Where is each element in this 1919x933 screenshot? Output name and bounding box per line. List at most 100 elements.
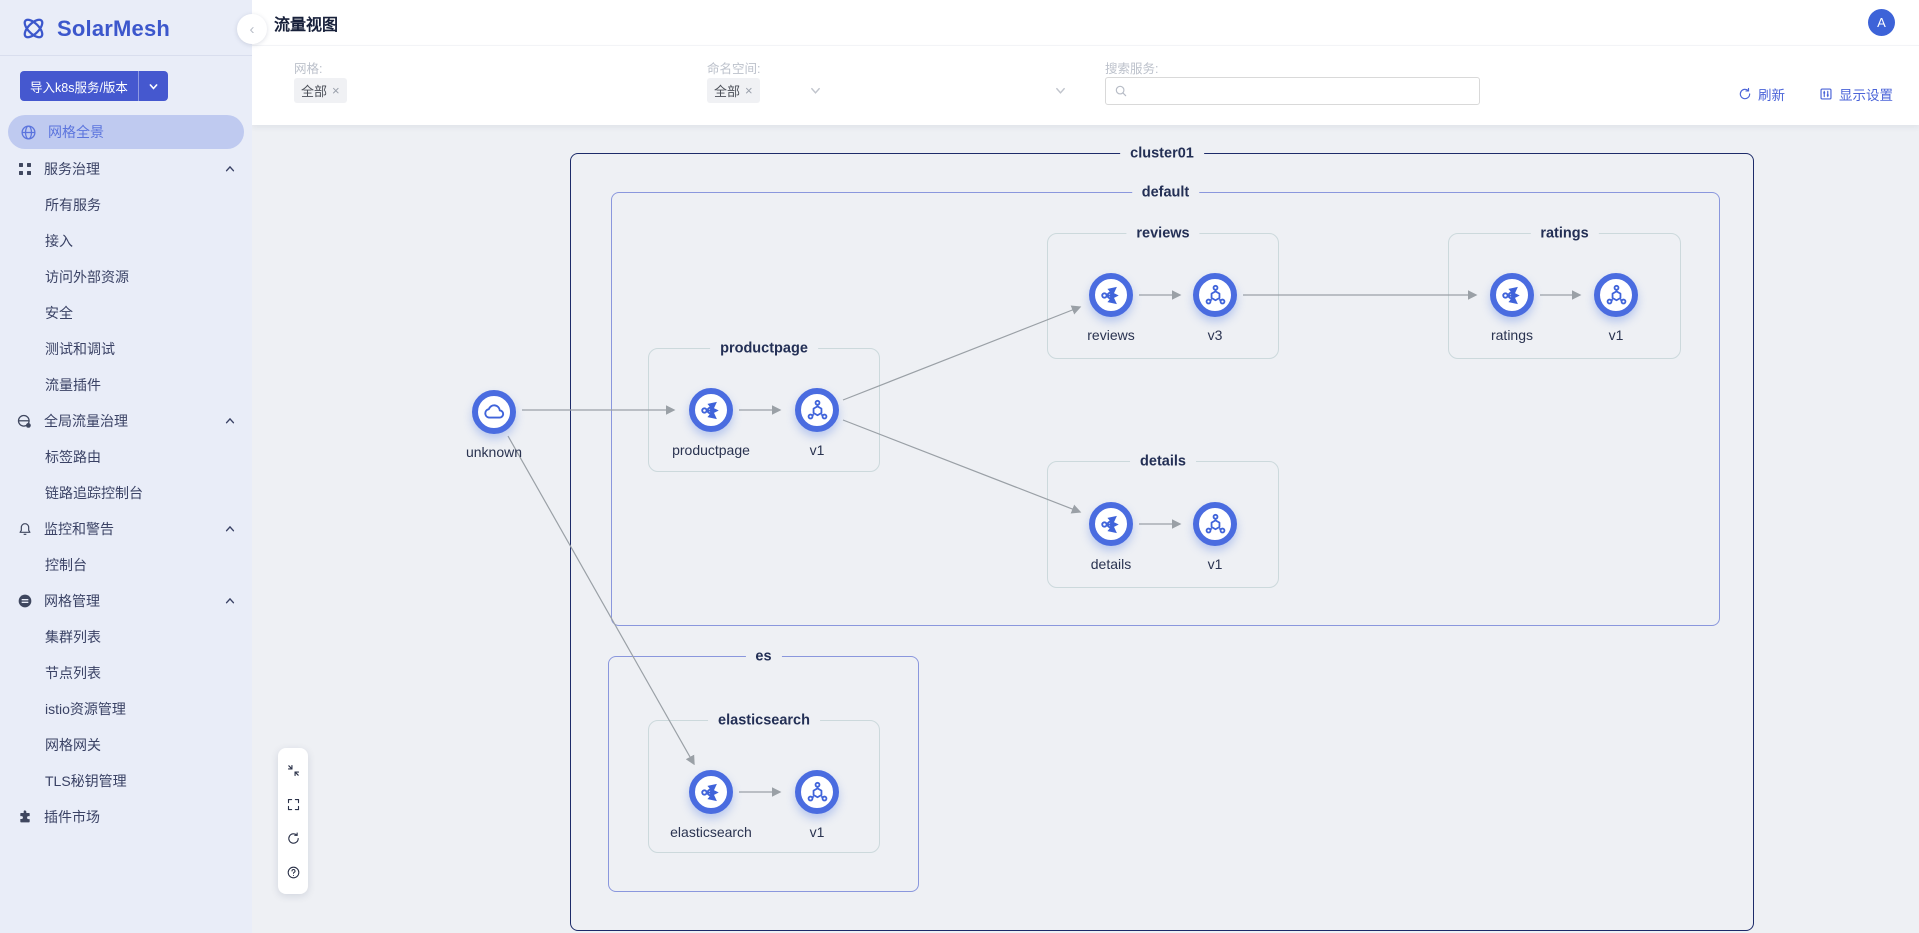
sidebar-menu: 网格全景 服务治理 所有服务 接入 访问外部资源 安全 测试和调试 流量插件 全…: [0, 109, 252, 835]
namespace-filter-select[interactable]: 全部 ×: [707, 78, 1067, 103]
cloud-icon: [481, 399, 508, 426]
workload-icon: [805, 398, 830, 423]
sidebar-collapse-button[interactable]: ‹: [237, 14, 267, 44]
sidebar-item-label-routing[interactable]: 标签路由: [0, 439, 252, 475]
sidebar-item-label: 测试和调试: [45, 341, 115, 357]
sidebar-item-node-list[interactable]: 节点列表: [0, 655, 252, 691]
group-title-productpage: productpage: [710, 340, 818, 357]
page-title: 流量视图: [274, 16, 339, 34]
node-service-details[interactable]: [1089, 502, 1133, 546]
sidebar-item-console[interactable]: 控制台: [0, 547, 252, 583]
refresh-icon: [1738, 87, 1752, 101]
sidebar-item-security[interactable]: 安全: [0, 295, 252, 331]
namespace-filter-value: 全部: [714, 84, 741, 99]
mesh-filter-select[interactable]: 全部 ×: [294, 78, 822, 103]
group-box-details: details: [1047, 453, 1279, 588]
sidebar-item-tls-secrets[interactable]: TLS秘钥管理: [0, 763, 252, 799]
refresh-button[interactable]: 刷新: [1738, 84, 1785, 104]
node-label-reviews-v3: v3: [1207, 327, 1223, 343]
search-field[interactable]: [1105, 77, 1480, 105]
node-version-productpage-v1[interactable]: [795, 388, 839, 432]
sidebar-item-label: 接入: [45, 233, 73, 249]
chevron-up-icon[interactable]: [224, 595, 236, 607]
node-version-elasticsearch-v1[interactable]: [795, 770, 839, 814]
tag-close-icon[interactable]: ×: [332, 83, 340, 98]
namespace-box-default: default: [611, 184, 1720, 626]
mesh-filter-label: 网格:: [294, 62, 323, 76]
app-title: SolarMesh: [57, 15, 171, 41]
sidebar-item-label: 控制台: [45, 557, 87, 573]
sidebar-item-label: 网格全景: [48, 124, 104, 140]
sidebar-item-external-resources[interactable]: 访问外部资源: [0, 259, 252, 295]
service-governance-icon: [16, 161, 33, 178]
tag-close-icon[interactable]: ×: [745, 83, 753, 98]
sidebar-group-global-traffic[interactable]: 全局流量治理: [0, 403, 252, 439]
avatar-initial: A: [1877, 15, 1886, 30]
chevron-up-icon[interactable]: [224, 415, 236, 427]
node-service-elasticsearch[interactable]: [689, 770, 733, 814]
sidebar-item-mesh-overview[interactable]: 网格全景: [8, 115, 244, 149]
service-route-icon: [1099, 283, 1124, 308]
chevron-down-icon[interactable]: [139, 71, 168, 101]
display-settings-button[interactable]: 显示设置: [1819, 84, 1893, 104]
node-label-elasticsearch: elasticsearch: [670, 824, 752, 840]
display-settings-icon: [1819, 87, 1833, 101]
fit-view-button[interactable]: [278, 753, 308, 787]
sidebar-item-label: 标签路由: [45, 449, 101, 465]
chevron-up-icon[interactable]: [224, 523, 236, 535]
sidebar-item-cluster-list[interactable]: 集群列表: [0, 619, 252, 655]
node-version-details-v1[interactable]: [1193, 502, 1237, 546]
global-traffic-icon: [16, 413, 33, 430]
user-avatar[interactable]: A: [1868, 9, 1895, 36]
node-version-reviews-v3[interactable]: [1193, 273, 1237, 317]
fullscreen-button[interactable]: [278, 787, 308, 821]
group-title-details: details: [1130, 453, 1196, 470]
search-icon: [1114, 84, 1128, 98]
sidebar-divider: [0, 55, 252, 56]
import-k8s-button[interactable]: 导入k8s服务/版本: [20, 71, 168, 101]
chevron-down-icon[interactable]: [809, 84, 822, 97]
sidebar-item-traffic-plugin[interactable]: 流量插件: [0, 367, 252, 403]
node-label-details-v1: v1: [1207, 556, 1223, 572]
sidebar-item-plugin-market[interactable]: 插件市场: [0, 799, 252, 835]
import-k8s-label[interactable]: 导入k8s服务/版本: [30, 80, 128, 95]
node-label-details: details: [1090, 556, 1132, 572]
search-input[interactable]: [1134, 83, 1471, 99]
search-service-label: 搜索服务:: [1105, 62, 1159, 76]
mesh-filter-tag: 全部 ×: [294, 78, 347, 103]
topology-canvas[interactable]: cluster01 default es productpage reviews…: [252, 125, 1919, 933]
sidebar-item-test-debug[interactable]: 测试和调试: [0, 331, 252, 367]
sidebar-item-istio-resources[interactable]: istio资源管理: [0, 691, 252, 727]
sidebar-item-label: 网格管理: [44, 593, 100, 609]
sidebar-item-tracing-console[interactable]: 链路追踪控制台: [0, 475, 252, 511]
node-version-ratings-v1[interactable]: [1594, 273, 1638, 317]
sidebar-group-service-governance[interactable]: 服务治理: [0, 151, 252, 187]
node-service-reviews[interactable]: [1089, 273, 1133, 317]
sidebar-item-label: 安全: [45, 305, 73, 321]
chevron-up-icon[interactable]: [224, 163, 236, 175]
chevron-down-icon[interactable]: [1054, 84, 1067, 97]
main-area: ‹ 流量视图 A 网格: 全部 × 命名空间: 全部 ×: [237, 0, 1919, 933]
group-box-reviews: reviews: [1047, 225, 1279, 359]
sidebar-item-label: istio资源管理: [45, 701, 126, 717]
namespace-filter-label: 命名空间:: [707, 62, 761, 76]
sidebar-item-access[interactable]: 接入: [0, 223, 252, 259]
sidebar-group-monitoring-alerts[interactable]: 监控和警告: [0, 511, 252, 547]
service-route-icon: [699, 398, 724, 423]
node-unknown[interactable]: [472, 390, 516, 434]
node-service-productpage[interactable]: [689, 388, 733, 432]
help-button[interactable]: [278, 855, 308, 889]
workload-icon: [1203, 512, 1228, 537]
solarmesh-logo-icon: [20, 15, 47, 42]
reload-graph-button[interactable]: [278, 821, 308, 855]
sidebar-item-label: 网格网关: [45, 737, 101, 753]
node-label-ratings: ratings: [1490, 327, 1534, 343]
alert-bell-icon: [16, 521, 33, 538]
sidebar-item-all-services[interactable]: 所有服务: [0, 187, 252, 223]
node-service-ratings[interactable]: [1490, 273, 1534, 317]
cluster-label: cluster01: [1120, 145, 1204, 162]
sidebar-item-mesh-gateway[interactable]: 网格网关: [0, 727, 252, 763]
sidebar-group-mesh-management[interactable]: 网格管理: [0, 583, 252, 619]
display-settings-label: 显示设置: [1839, 88, 1893, 103]
